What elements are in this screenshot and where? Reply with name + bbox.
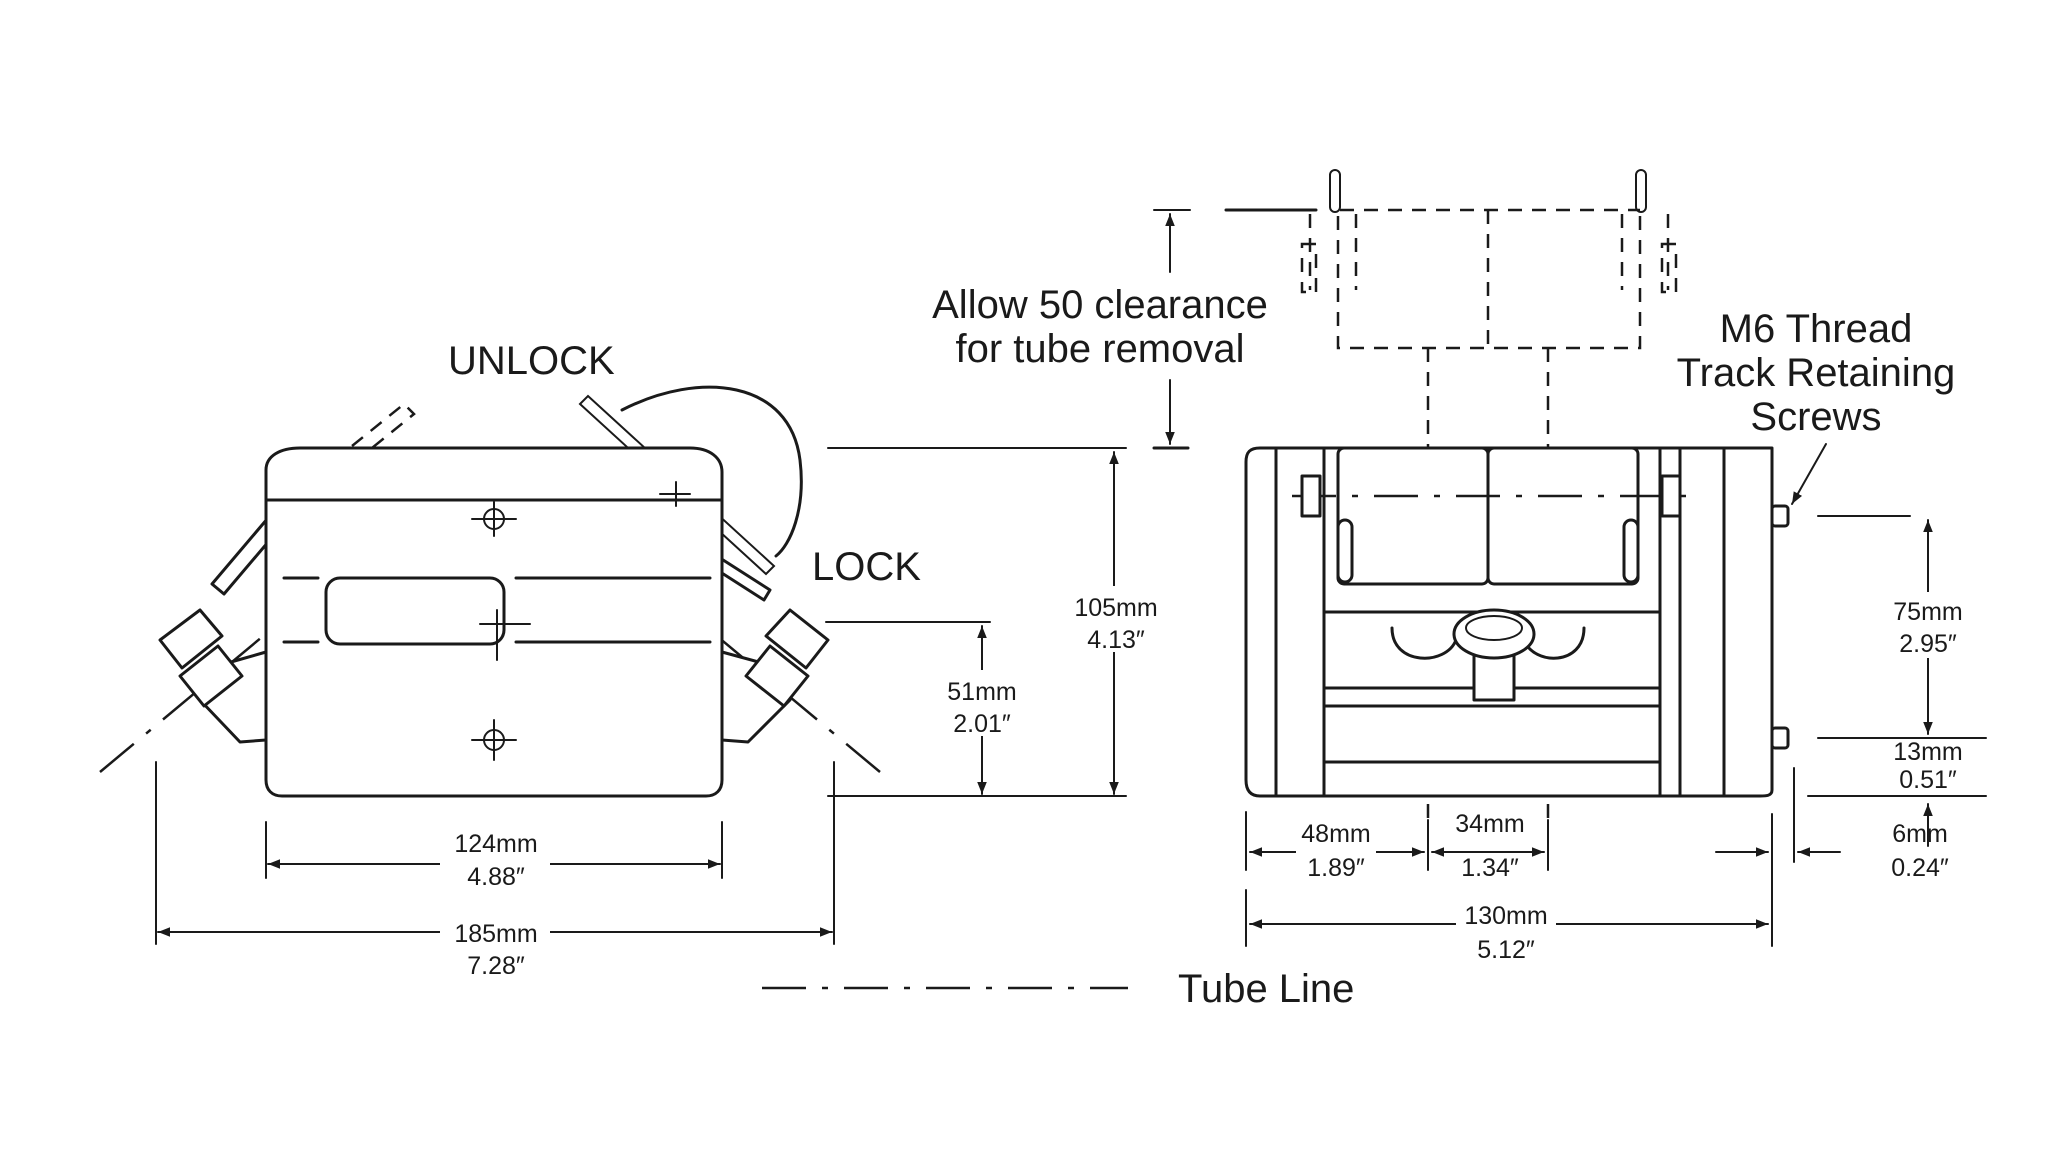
svg-text:105mm: 105mm	[1074, 594, 1157, 622]
dim-105: 105mm 4.13″	[827, 447, 1168, 795]
svg-text:130mm: 130mm	[1464, 902, 1547, 930]
dim-124: 124mm 4.88″	[265, 821, 723, 896]
valve-knob	[1452, 608, 1536, 660]
dim-clearance	[1153, 209, 1191, 445]
thread-leader	[1791, 443, 1827, 505]
legend: Tube Line	[762, 967, 1354, 1011]
tube-line-right	[711, 631, 881, 773]
track-shoe-left	[1336, 446, 1490, 586]
thread-label-line2: Track Retaining	[1677, 351, 1956, 395]
svg-text:75mm: 75mm	[1893, 598, 1962, 626]
svg-text:0.24″: 0.24″	[1891, 854, 1949, 882]
retaining-screw-bottom	[1770, 726, 1790, 750]
dim-48: 48mm 1.89″	[1245, 811, 1429, 888]
dim-34: 34mm 1.34″	[1431, 806, 1549, 882]
tube-line-left	[99, 631, 269, 773]
svg-text:51mm: 51mm	[947, 678, 1016, 706]
svg-text:0.51″: 0.51″	[1899, 766, 1957, 794]
thread-label-line1: M6 Thread	[1720, 307, 1913, 351]
svg-text:2.01″: 2.01″	[953, 710, 1011, 738]
svg-text:2.95″: 2.95″	[1899, 630, 1957, 658]
svg-text:1.89″: 1.89″	[1307, 854, 1365, 882]
tube-fitting-right	[720, 608, 830, 744]
unlock-label: UNLOCK	[448, 339, 615, 383]
svg-text:4.13″: 4.13″	[1087, 626, 1145, 654]
clearance-label-line2: for tube removal	[955, 327, 1244, 371]
dim-51: 51mm 2.01″	[825, 621, 1127, 797]
bolt-crosshair-bottom	[471, 719, 517, 761]
bolt-crosshair-top	[471, 501, 517, 537]
clearance-label-line1: Allow 50 clearance	[932, 283, 1268, 327]
lever-rotation-arc	[620, 385, 803, 558]
dim-75: 75mm 2.95″	[1817, 515, 1987, 739]
dim-130: 130mm 5.12″	[1245, 813, 1773, 966]
retaining-screw-top	[1770, 504, 1790, 528]
svg-text:7.28″: 7.28″	[467, 952, 525, 980]
svg-text:4.88″: 4.88″	[467, 863, 525, 891]
dim-13: 13mm 0.51″	[1807, 738, 1987, 797]
svg-text:124mm: 124mm	[454, 830, 537, 858]
clamp-lid	[264, 446, 724, 502]
svg-text:13mm: 13mm	[1893, 738, 1962, 766]
thread-label-line3: Screws	[1750, 395, 1881, 439]
tube-line-label: Tube Line	[1178, 967, 1354, 1011]
viewing-window	[324, 576, 506, 646]
svg-text:1.34″: 1.34″	[1461, 854, 1519, 882]
track-shoe-right	[1486, 446, 1640, 586]
dim-185: 185mm 7.28″	[155, 761, 835, 980]
side-view	[1152, 169, 1790, 820]
tube-fitting-left	[158, 608, 268, 744]
clamp-body	[264, 498, 724, 798]
svg-text:5.12″: 5.12″	[1477, 936, 1535, 964]
front-view	[99, 385, 881, 798]
dim-6: 6mm 0.24″	[1793, 767, 1949, 882]
svg-text:6mm: 6mm	[1892, 820, 1948, 848]
lock-label: LOCK	[812, 545, 921, 589]
svg-text:185mm: 185mm	[454, 920, 537, 948]
svg-text:34mm: 34mm	[1455, 810, 1524, 838]
svg-text:48mm: 48mm	[1301, 820, 1370, 848]
